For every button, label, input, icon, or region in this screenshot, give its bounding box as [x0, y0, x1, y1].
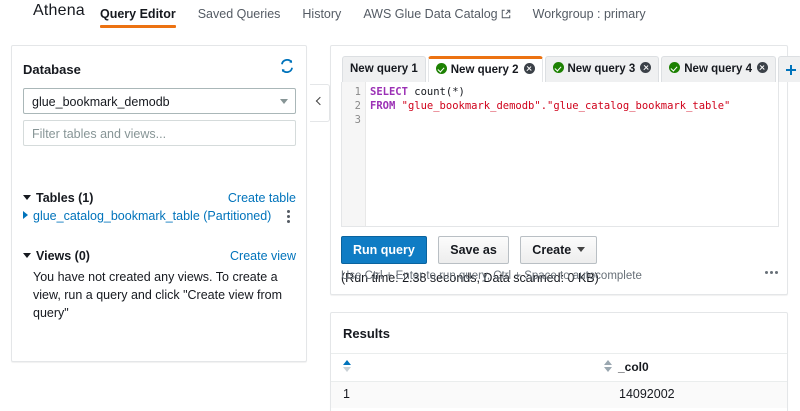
views-section-header: Views (0) Create view [23, 249, 296, 267]
sort-icon[interactable] [604, 360, 613, 372]
create-button[interactable]: Create [520, 236, 598, 264]
nav-item-label: Workgroup : primary [532, 7, 646, 21]
line-number: 2 [354, 100, 361, 112]
close-icon[interactable] [757, 62, 768, 73]
sql-keyword-select: SELECT [370, 86, 408, 98]
check-circle-icon [552, 62, 564, 73]
results-divider [331, 353, 787, 354]
results-column-col0-label: _col0 [618, 360, 649, 374]
sql-table-reference: "glue_bookmark_demodb"."glue_catalog_boo… [395, 100, 731, 112]
table-name: glue_catalog_bookmark_table (Partitioned… [33, 209, 272, 223]
line-number: 3 [354, 114, 361, 126]
nav-item-label: Saved Queries [197, 7, 281, 21]
query-editor-panel: New query 1 New query 2 New query 3 New que… [330, 45, 800, 295]
results-title: Results [343, 326, 390, 341]
nav-item-workgroup-primary[interactable]: Workgroup : primary [533, 7, 646, 21]
query-tab-1[interactable]: New query 1 [342, 56, 426, 82]
caret-down-icon[interactable] [23, 253, 31, 258]
editor-keyboard-hint: Use Ctrl + Enter to run query, Ctrl + Sp… [341, 270, 642, 282]
row-index: 1 [343, 387, 350, 401]
caret-down-icon[interactable] [23, 195, 31, 200]
nav-item-label: History [302, 7, 342, 21]
query-tab-label: New query 1 [350, 63, 418, 75]
nav-item-label: AWS Glue Data Catalog [363, 7, 498, 21]
row-col0-value: 14092002 [619, 387, 675, 401]
check-circle-icon [435, 63, 447, 74]
create-button-label: Create [532, 243, 572, 257]
table-options-menu-icon[interactable] [282, 210, 294, 226]
query-tab-label: New query 4 [684, 63, 752, 75]
tables-section-title: Tables (1) [36, 191, 94, 205]
close-icon[interactable] [640, 62, 652, 73]
editor-button-row: Run query Save as Create (Run time: 2.38… [341, 236, 787, 285]
query-tab-2[interactable]: New query 2 [427, 56, 543, 82]
top-navigation: Athena Query Editor Saved Queries History A… [0, 0, 800, 29]
caret-right-icon[interactable] [23, 211, 28, 219]
database-sidebar-panel: Database glue_bookmark_demodb Filter tab… [11, 45, 307, 362]
athena-brand: Athena [33, 2, 85, 19]
create-view-link[interactable]: Create view [230, 249, 296, 263]
nav-item-saved-queries[interactable]: Saved Queries [198, 7, 281, 21]
save-as-button[interactable]: Save as [438, 236, 509, 264]
database-select-value: glue_bookmark_demodb [32, 95, 170, 109]
query-tab-label: New query 3 [567, 63, 636, 75]
run-statistics: (Run time: 2.38 seconds, Data scanned: 0… [341, 271, 599, 285]
query-tab-3[interactable]: New query 3 [544, 56, 660, 82]
table-list-item[interactable]: glue_catalog_bookmark_table (Partitioned… [23, 209, 296, 227]
nav-items: Query Editor Saved Queries History AWS Glue… [100, 5, 668, 29]
query-tab-4[interactable]: New query 4 [661, 56, 776, 82]
database-select[interactable]: glue_bookmark_demodb [23, 88, 296, 114]
more-horizontal-icon[interactable] [763, 261, 779, 274]
query-tabs: New query 1 New query 2 New query 3 New que… [331, 56, 800, 82]
chevron-down-icon [280, 99, 288, 104]
sql-code-content: SELECT count(*) FROM "glue_bookmark_demo… [370, 85, 776, 113]
filter-tables-input[interactable]: Filter tables and views... [23, 120, 296, 146]
chevron-down-icon [577, 247, 586, 252]
line-number: 1 [354, 86, 361, 98]
views-empty-message: You have not created any views. To creat… [33, 270, 282, 320]
filter-placeholder-text: Filter tables and views... [32, 127, 167, 141]
results-header-row: _col0 [331, 354, 787, 381]
results-column-index[interactable] [343, 360, 357, 374]
views-section-title: Views (0) [36, 249, 90, 263]
editor-line-numbers: 1 2 3 [342, 82, 366, 226]
nav-item-label: Query Editor [100, 7, 176, 21]
nav-item-history[interactable]: History [302, 7, 341, 21]
results-column-col0[interactable]: _col0 [604, 360, 649, 374]
refresh-icon[interactable] [280, 59, 294, 78]
query-tab-label: New query 2 [450, 64, 519, 76]
nav-item-query-editor[interactable]: Query Editor [100, 7, 176, 28]
results-row-divider [331, 381, 787, 382]
external-link-icon [501, 8, 511, 22]
results-panel: Results _col0 1 14092002 [330, 312, 788, 411]
tables-section-header: Tables (1) Create table [23, 191, 296, 209]
close-icon[interactable] [523, 63, 535, 74]
run-query-button[interactable]: Run query [341, 236, 427, 264]
table-row[interactable]: 1 14092002 [331, 382, 787, 408]
sidebar-collapse-button[interactable] [310, 84, 330, 122]
create-table-link[interactable]: Create table [227, 191, 296, 205]
sql-line1-rest: count(*) [407, 86, 465, 98]
nav-item-aws-glue-data-catalog[interactable]: AWS Glue Data Catalog [363, 7, 510, 22]
sort-ascending-icon[interactable] [343, 360, 352, 372]
check-circle-icon [669, 62, 681, 73]
chevron-left-icon [315, 96, 325, 106]
database-label: Database [23, 62, 81, 77]
sql-editor[interactable]: 1 2 3 SELECT count(*) FROM "glue_bookmark_… [341, 82, 779, 227]
sql-keyword-from: FROM [370, 100, 396, 112]
add-query-tab-button[interactable] [778, 56, 800, 82]
